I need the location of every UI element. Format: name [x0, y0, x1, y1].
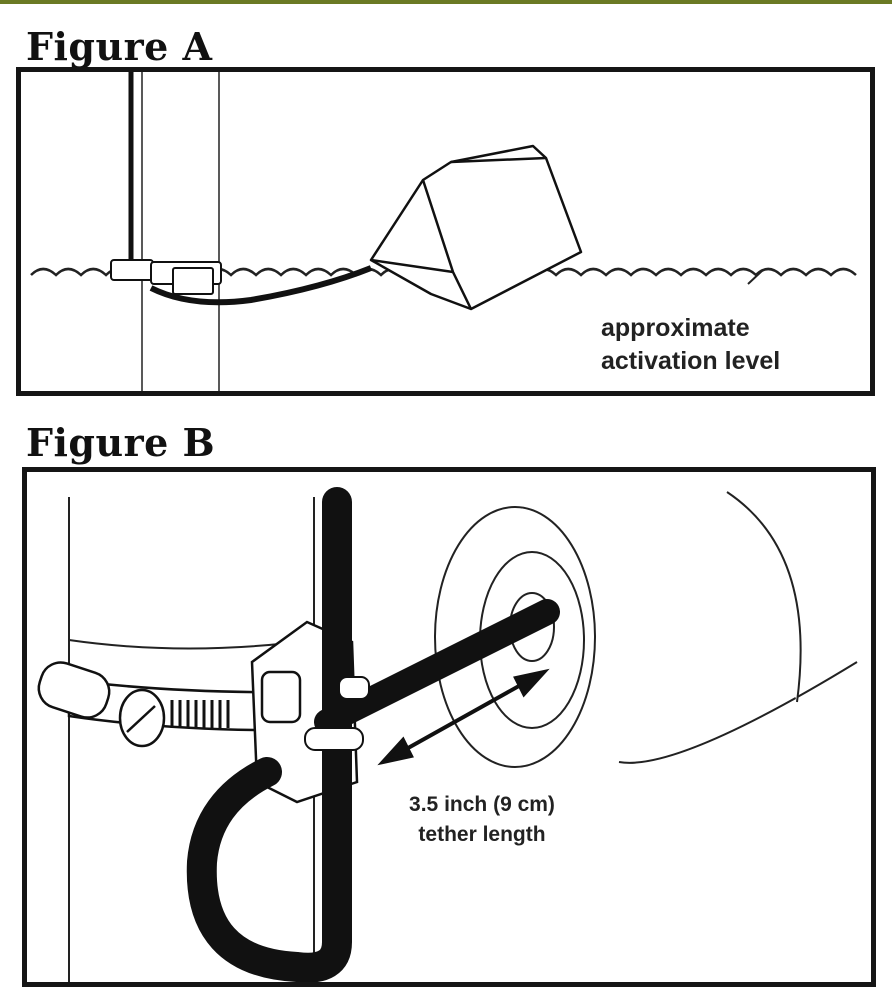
tether-label-line1: 3.5 inch (9 cm)	[409, 793, 555, 816]
activation-label-line1: approximate	[601, 314, 750, 342]
figure-b-illustration	[37, 487, 858, 982]
activation-label-line2: activation level	[601, 347, 781, 375]
figure-a-panel: approximate activation level	[16, 67, 875, 396]
tether-label-line2: tether length	[418, 823, 546, 846]
activation-level-label: approximate activation level	[601, 312, 780, 378]
tether-cable	[149, 265, 373, 306]
tether-length-label: 3.5 inch (9 cm) tether length	[382, 790, 582, 850]
tether-cable	[314, 599, 560, 735]
figure-b-title: Figure B	[26, 420, 216, 465]
float-switch	[369, 144, 583, 311]
activation-pointer	[747, 269, 764, 285]
cord-clips	[304, 676, 370, 751]
top-accent-bar	[0, 0, 892, 4]
figure-a-title: Figure A	[26, 24, 213, 69]
dimension-arrow	[377, 668, 550, 766]
power-cord	[186, 487, 352, 982]
switch-clamp	[110, 259, 222, 295]
figure-a-illustration	[30, 72, 857, 391]
clamp-slots	[170, 700, 230, 728]
figure-b-panel: 3.5 inch (9 cm) tether length	[22, 467, 876, 987]
